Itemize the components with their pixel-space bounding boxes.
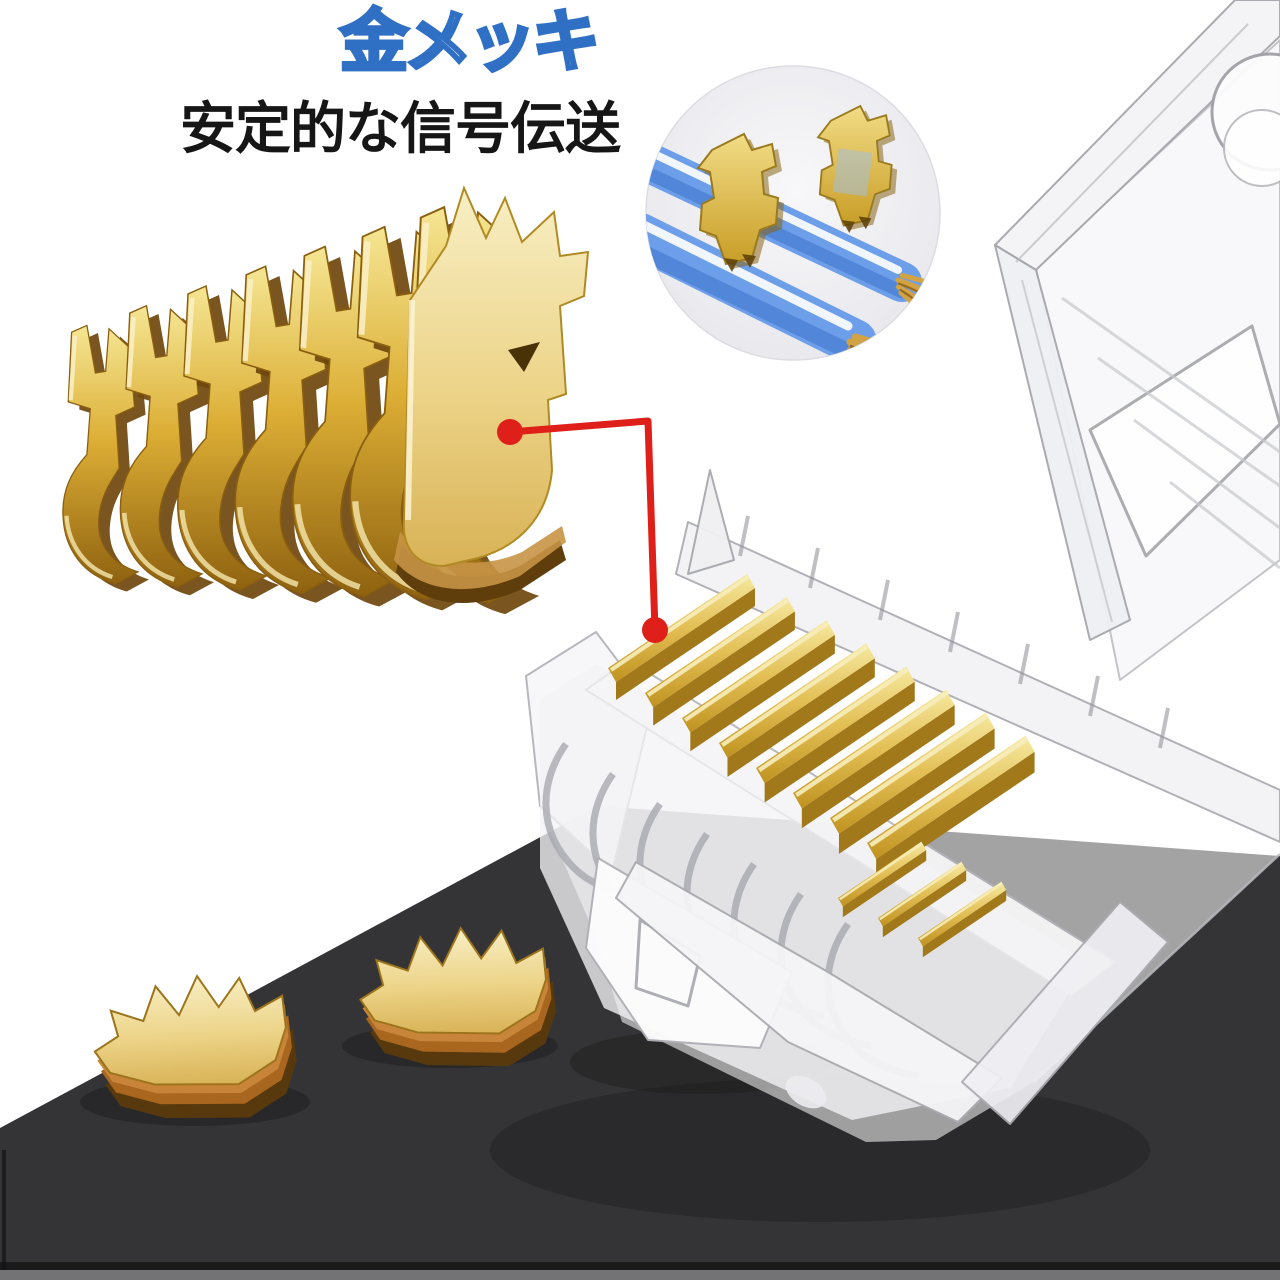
blue-wire-lower [646, 213, 877, 360]
blue-wire-upper-shade [647, 169, 909, 299]
latch-tip [785, 1075, 827, 1109]
page-subtitle: 安定的な信号伝送 [180, 97, 621, 162]
inset-circle [645, 65, 941, 361]
rear-opening [1088, 324, 1280, 558]
rear-louver-lines [1061, 296, 1280, 570]
gold-end-plate [394, 185, 590, 603]
wall-slits [738, 515, 1170, 749]
wire-highlight [646, 217, 853, 331]
blue-wire-lower-shade [646, 244, 862, 360]
callout-line [497, 417, 668, 643]
frame-inner-line [1015, 23, 1249, 263]
separator-wall [675, 521, 1280, 843]
rj45-connector [525, 0, 1280, 1142]
cable-hole-inner [1223, 109, 1280, 187]
platform-front-edge [0, 1270, 1280, 1280]
connector-shadow [490, 1078, 1150, 1222]
latch-left-prong [615, 861, 1003, 1123]
frame-inner-line [1021, 279, 1113, 623]
contact-blue-reflection [832, 148, 873, 197]
connector-left-beam [994, 244, 1131, 641]
callout-dot-end [642, 617, 668, 643]
separator-spike [687, 469, 735, 575]
platform-left-edge-line [2, 1150, 6, 1270]
callout-dot-start [497, 419, 523, 445]
platform-edge-shadow-line [0, 1262, 1280, 1270]
gold-contacts-closeup [63, 185, 590, 614]
page-title: 金メッキ [338, 1, 602, 84]
latch-right-prong [961, 901, 1169, 1125]
